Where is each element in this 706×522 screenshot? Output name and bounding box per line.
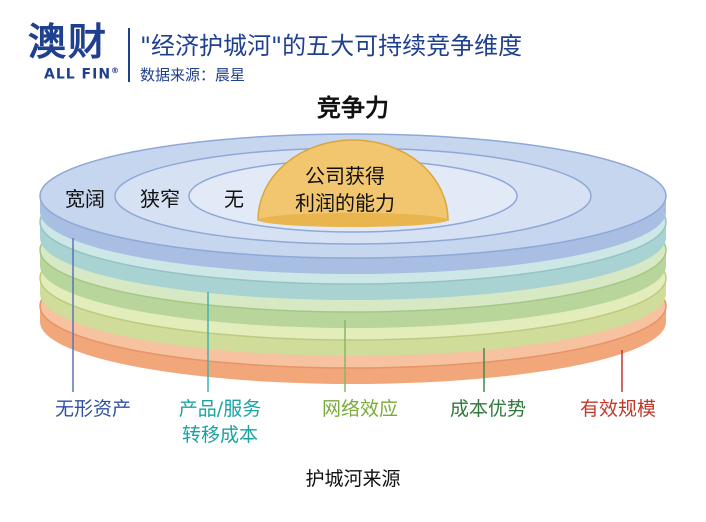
category-label: 网络效应 [321, 398, 398, 420]
category-label: 有效规模 [579, 398, 656, 420]
ring-label-narrow: 狭窄 [140, 187, 180, 211]
center-dome [257, 139, 449, 227]
logo-sub-text: ALL FIN [44, 66, 112, 83]
category-label: 产品/服务 [178, 398, 262, 420]
data-source: 数据来源：晨星 [140, 66, 246, 84]
registered-mark: ® [111, 66, 121, 75]
moat-sources-label: 护城河来源 [305, 468, 401, 490]
logo-subtext: ALL FIN® [44, 66, 120, 83]
category-network-effect: 网络效应 [305, 396, 415, 422]
header: 澳财 ALL FIN® "经济护城河"的五大可持续竞争维度 数据来源：晨星 [0, 0, 706, 90]
center-label-line2: 利润的能力 [295, 191, 395, 215]
category-label-line2: 转移成本 [181, 424, 258, 446]
connector-lines [72, 238, 623, 392]
category-cost-advantage: 成本优势 [433, 396, 543, 422]
category-label: 成本优势 [449, 398, 526, 420]
page-title: "经济护城河"的五大可持续竞争维度 [140, 32, 523, 60]
header-divider [128, 28, 130, 82]
category-intangible-assets: 无形资产 [38, 396, 148, 422]
category-switching-costs: 产品/服务 转移成本 [160, 396, 280, 448]
center-label-line1: 公司获得 [305, 164, 385, 188]
ring-label-none: 无 [224, 187, 244, 211]
category-label: 无形资产 [54, 398, 131, 420]
ring-label-wide: 宽阔 [65, 187, 105, 211]
logo: 澳财 [28, 20, 109, 64]
category-efficient-scale: 有效规模 [563, 396, 673, 422]
diagram-title: 竞争力 [317, 94, 389, 122]
